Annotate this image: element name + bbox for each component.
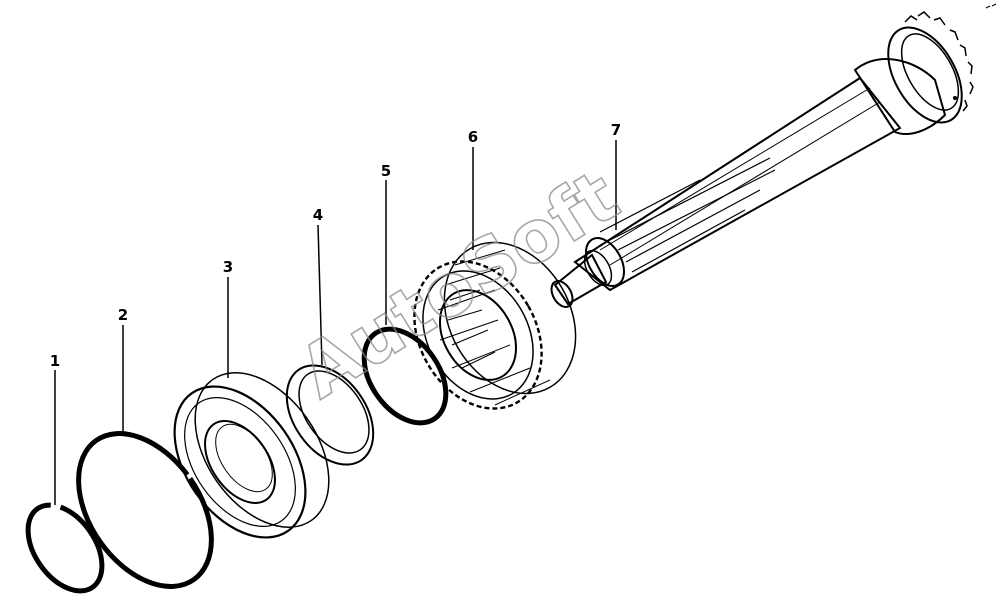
part-4-washer: [285, 364, 375, 466]
watermark-text: AutoSoft: [284, 154, 632, 415]
part-3-bearing: [173, 372, 330, 539]
part-7-shaft: [550, 11, 974, 308]
part-number-3: 3: [223, 258, 233, 276]
part-1-circlip: [25, 502, 105, 594]
part-number-1: 1: [50, 352, 60, 370]
part-number-4: 4: [313, 206, 323, 224]
part-number-7: 7: [611, 121, 621, 139]
part-number-5: 5: [381, 162, 391, 180]
part-2-retaining-ring: [76, 431, 214, 589]
part-number-2: 2: [118, 306, 128, 324]
leader-lines: [54, 140, 617, 505]
part-number-6: 6: [468, 128, 478, 146]
corner-mark-icon: [985, 3, 997, 9]
part-5-snap-ring: [361, 326, 449, 426]
part-numbers: 1 2 3 4 5 6 7: [50, 121, 621, 370]
